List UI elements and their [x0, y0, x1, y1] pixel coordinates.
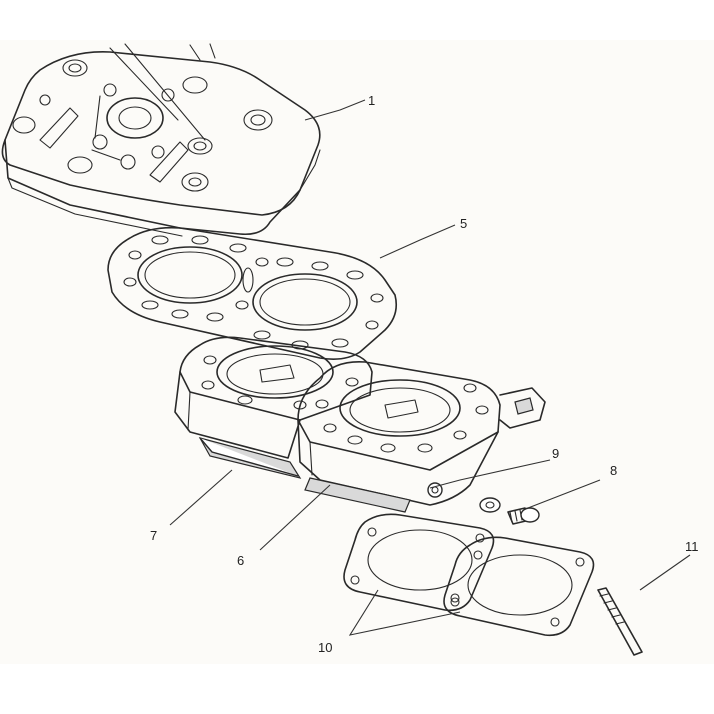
paper-sheet — [0, 40, 714, 664]
part-base-gaskets — [343, 513, 595, 637]
callout-8: 8 — [610, 463, 617, 478]
callout-7: 7 — [150, 528, 157, 543]
part-cylinder-block — [174, 336, 546, 513]
part-cylinder-head — [1, 43, 321, 237]
callout-5: 5 — [460, 216, 467, 231]
part-bolt — [507, 507, 540, 525]
part-head-gasket — [107, 226, 398, 360]
bottom-margin — [0, 664, 714, 714]
callout-10: 10 — [318, 640, 332, 655]
callout-11: 11 — [685, 539, 699, 554]
callout-6: 6 — [237, 553, 244, 568]
leader-lines — [169, 99, 691, 636]
callout-9: 9 — [552, 446, 559, 461]
part-washer — [479, 497, 501, 513]
callout-1: 1 — [368, 93, 375, 108]
part-stud — [597, 587, 643, 656]
callout-labels: 1 5 9 8 7 6 11 10 — [150, 93, 699, 655]
